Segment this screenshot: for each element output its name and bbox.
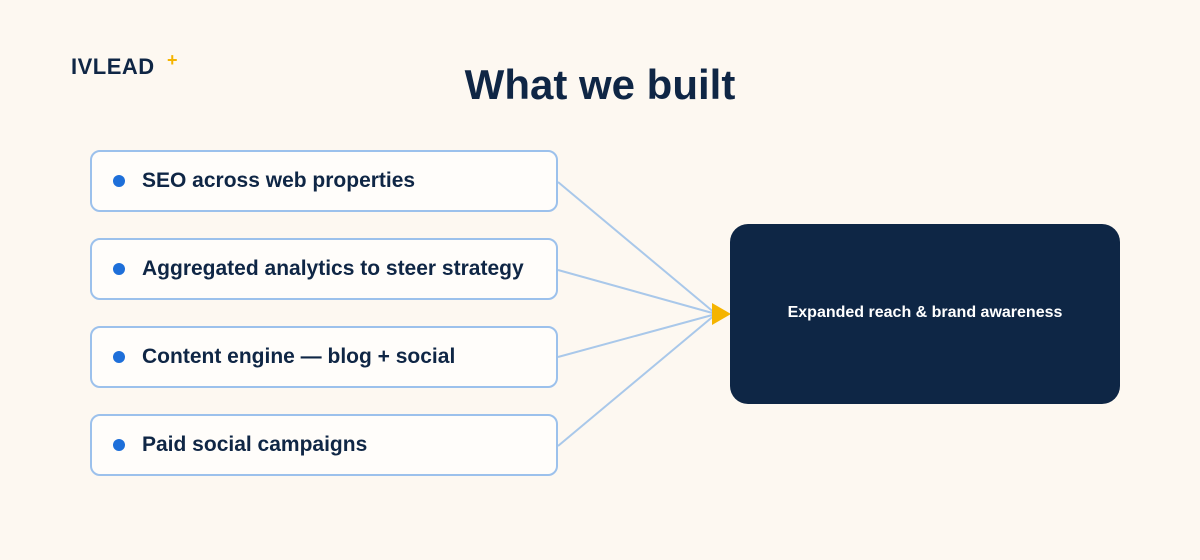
outcome-label: Expanded reach & brand awareness (787, 304, 1063, 321)
connector-line (557, 313, 717, 358)
connector-line (557, 313, 717, 447)
page-title: What we built (464, 61, 736, 108)
arrow-head-icon (712, 303, 731, 325)
connector-line (557, 269, 717, 315)
input-box-content: Content engine — blog + social (90, 326, 558, 388)
connector-line (557, 181, 717, 315)
input-label: Content engine — blog + social (142, 345, 456, 368)
input-label: SEO across web properties (142, 169, 416, 192)
input-label: Aggregated analytics to steer strategy (142, 257, 524, 280)
input-box-paid-social: Paid social campaigns (90, 414, 558, 476)
input-box-seo: SEO across web properties (90, 150, 558, 212)
bullet-icon (113, 263, 125, 275)
bullet-icon (113, 439, 125, 451)
outcome-box: Expanded reach & brand awareness (730, 224, 1120, 404)
bullet-icon (113, 175, 125, 187)
brand-logo: IVLEAD (71, 54, 155, 79)
input-label: Paid social campaigns (142, 433, 368, 456)
brand-plus-icon: + (167, 50, 178, 70)
input-box-analytics: Aggregated analytics to steer strategy (90, 238, 558, 300)
bullet-icon (113, 351, 125, 363)
